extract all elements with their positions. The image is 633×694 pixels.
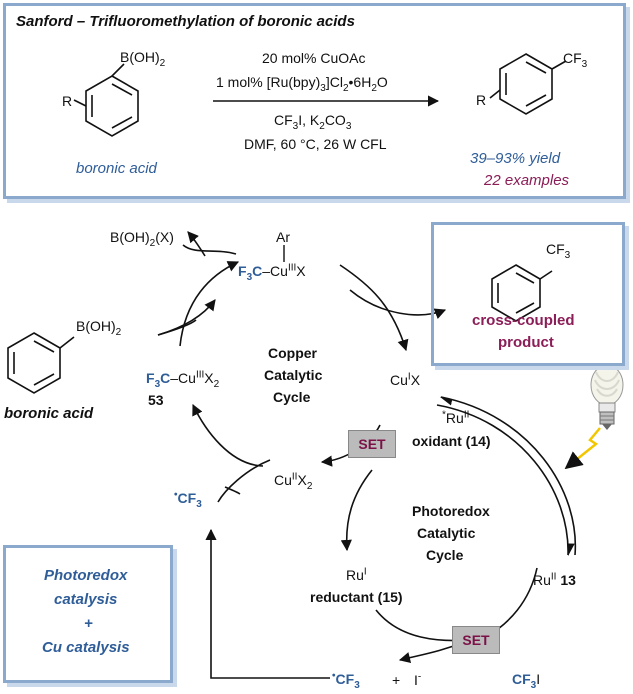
product-label: product xyxy=(498,334,554,351)
product-substituent: R xyxy=(476,92,487,108)
cu3-x2-complex: F3C–CuIIIX2 xyxy=(146,369,220,390)
lightbulb-icon xyxy=(590,364,624,430)
bottom-cf3-radical: •CF3 xyxy=(332,670,360,691)
condition-line-3: CF3I, K2CO3 xyxy=(274,112,352,132)
product-benzene xyxy=(489,53,567,115)
byproduct-label: B(OH)2(X) xyxy=(110,229,174,249)
copper-cycle-line-3: Cycle xyxy=(273,389,311,405)
cf3i-reagent: CF3I xyxy=(512,671,541,691)
mech-boronic-group: B(OH)2 xyxy=(76,318,122,338)
product-box: CF3 cross-coupled product xyxy=(431,222,625,366)
plus-sign: + xyxy=(392,672,401,688)
summary-line-3: + xyxy=(84,615,93,632)
cf3-radical: •CF3 xyxy=(174,489,202,510)
condition-line-1: 20 mol% CuOAc xyxy=(262,50,366,66)
condition-line-4: DMF, 60 °C, 26 W CFL xyxy=(244,136,387,152)
scheme-title: Sanford – Trifluoromethylation of boroni… xyxy=(16,13,355,30)
cu1-complex: CuIX xyxy=(390,371,421,388)
condition-line-2: 1 mol% [Ru(bpy)3]Cl2•6H2O xyxy=(216,74,388,94)
summary-line-4: Cu catalysis xyxy=(42,639,130,656)
summary-box: Photoredox catalysis + Cu catalysis xyxy=(3,545,173,683)
cu3-x2-number: 53 xyxy=(148,392,164,408)
product-box-benzene xyxy=(491,264,553,322)
copper-cycle-line-2: Catalytic xyxy=(264,367,323,383)
reaction-box xyxy=(3,3,626,199)
set-badge-bottom: SET xyxy=(452,626,500,654)
product-cf3-group: CF3 xyxy=(563,50,588,70)
boronic-acid-benzene xyxy=(7,332,75,394)
reactant-substituent: R xyxy=(62,93,73,109)
examples-text: 22 examples xyxy=(484,172,570,189)
summary-line-2: catalysis xyxy=(54,591,118,608)
copper-cycle-line-1: Copper xyxy=(268,345,317,361)
photoredox-cycle-line-2: Catalytic xyxy=(417,525,476,541)
cf3-return-arrow xyxy=(205,528,330,679)
ru2-complex: RuII 13 xyxy=(533,571,576,588)
photoredox-cycle-line-1: Photoredox xyxy=(412,503,490,519)
set-badge-top: SET xyxy=(348,430,396,458)
cross-coupled-label: cross-coupled xyxy=(472,312,575,329)
iodide-ion: I- xyxy=(414,671,422,688)
lightning-bolt-icon xyxy=(564,427,601,470)
aryl-label: Ar xyxy=(276,229,290,245)
mech-boronic-acid: boronic acid xyxy=(4,405,94,422)
cu2-complex: CuIIX2 xyxy=(274,471,313,492)
product-box-cf3: CF3 xyxy=(546,241,571,261)
oxidant-label: oxidant (14) xyxy=(412,433,491,449)
ru-excited: *RuII xyxy=(442,409,470,426)
summary-line-1: Photoredox xyxy=(44,567,128,584)
reductant-label: reductant (15) xyxy=(310,589,403,605)
reactant-benzene xyxy=(73,63,139,137)
reactant-boronic-group: B(OH)2 xyxy=(120,49,166,69)
ru1-complex: RuI xyxy=(346,566,367,583)
photoredox-cycle-line-3: Cycle xyxy=(426,547,464,563)
cu3-aryl-complex: F3C–CuIIIX xyxy=(238,262,306,283)
reactant-name: boronic acid xyxy=(76,160,157,177)
yield-text: 39–93% yield xyxy=(470,150,561,167)
